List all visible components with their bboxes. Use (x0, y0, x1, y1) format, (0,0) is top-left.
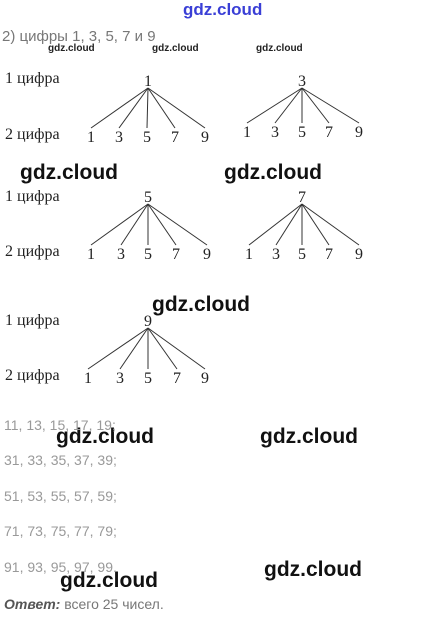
answer-text: всего 25 чисел. (60, 596, 164, 612)
tree-leaf-digit: 3 (271, 124, 279, 141)
level-label-first: 1 цифра (5, 70, 60, 87)
numbers-row: 91, 93, 95, 97, 99. (4, 559, 117, 575)
watermark-small: gdz.cloud (152, 43, 199, 54)
level-label-second: 2 цифра (5, 126, 60, 143)
tree-leaf-digit: 9 (355, 246, 363, 263)
tree-leaf-digit: 7 (171, 129, 179, 146)
tree-leaf-digit: 9 (201, 370, 209, 387)
tree-leaf-digit: 3 (115, 129, 123, 146)
tree-branch (248, 203, 303, 246)
tree-branch (90, 87, 149, 129)
watermark-top: gdz.cloud (183, 0, 263, 19)
tree-root-digit: 9 (144, 313, 152, 330)
level-label-second: 2 цифра (5, 243, 60, 260)
level-label-first: 1 цифра (5, 312, 60, 329)
watermark-big: gdz.cloud (20, 161, 118, 184)
watermark-big: gdz.cloud (56, 425, 154, 448)
tree-leaf-digit: 7 (173, 370, 181, 387)
task-title: 2) цифры 1, 3, 5, 7 и 9 (2, 28, 156, 45)
tree-branch (275, 203, 303, 246)
tree-leaf-digit: 7 (172, 246, 180, 263)
tree-root-digit: 7 (298, 189, 306, 206)
watermark-small: gdz.cloud (48, 43, 95, 54)
tree-branch (301, 203, 360, 246)
tree-leaf-digit: 1 (87, 246, 95, 263)
tree-leaf-digit: 3 (117, 246, 125, 263)
tree-branch (120, 203, 149, 246)
watermark-big: gdz.cloud (264, 558, 362, 581)
tree-leaf-digit: 5 (144, 370, 152, 387)
tree-branch (147, 87, 176, 129)
tree-branch (301, 87, 330, 124)
watermark-big: gdz.cloud (260, 425, 358, 448)
tree-branch (90, 203, 149, 246)
tree-leaf-digit: 5 (298, 124, 306, 141)
tree-branch (146, 87, 149, 129)
tree-leaf-digit: 7 (325, 246, 333, 263)
level-label-first: 1 цифра (5, 188, 60, 205)
tree-leaf-digit: 1 (87, 129, 95, 146)
tree-branch (147, 87, 206, 129)
watermark-big: gdz.cloud (152, 293, 250, 316)
tree-leaf-digit: 3 (116, 370, 124, 387)
tree-leaf-digit: 9 (203, 246, 211, 263)
tree-root-digit: 3 (298, 73, 306, 90)
tree-leaf-digit: 5 (143, 129, 151, 146)
tree-branch (301, 203, 330, 246)
tree-leaf-digit: 9 (201, 129, 209, 146)
tree-leaf-digit: 5 (144, 246, 152, 263)
answer-line: Ответ: всего 25 чисел. (4, 596, 164, 612)
tree-leaf-digit: 9 (355, 124, 363, 141)
numbers-row: 51, 53, 55, 57, 59; (4, 488, 117, 504)
tree-leaf-digit: 5 (298, 246, 306, 263)
tree-branch (274, 87, 303, 124)
tree-leaf-digit: 1 (245, 246, 253, 263)
tree-root-digit: 1 (144, 73, 152, 90)
tree-branch (147, 203, 177, 246)
tree-branch (118, 87, 149, 129)
level-label-second: 2 цифра (5, 367, 60, 384)
numbers-row: 71, 73, 75, 77, 79; (4, 523, 117, 539)
watermark-big: gdz.cloud (60, 569, 158, 592)
tree-branch (301, 87, 360, 124)
numbers-row: 31, 33, 35, 37, 39; (4, 452, 117, 468)
numbers-row: 11, 13, 15, 17, 19; (4, 417, 116, 433)
watermark-small: gdz.cloud (256, 43, 303, 54)
watermark-big: gdz.cloud (224, 161, 322, 184)
tree-leaf-digit: 3 (272, 246, 280, 263)
tree-branch (119, 327, 149, 370)
tree-branch (147, 327, 178, 370)
tree-leaf-digit: 1 (243, 124, 251, 141)
tree-branch (147, 327, 206, 370)
tree-root-digit: 5 (144, 189, 152, 206)
tree-branch (246, 87, 303, 124)
tree-branch (87, 327, 149, 370)
tree-leaf-digit: 7 (325, 124, 333, 141)
answer-label: Ответ: (4, 596, 61, 612)
tree-leaf-digit: 1 (84, 370, 92, 387)
tree-branch (147, 203, 208, 246)
